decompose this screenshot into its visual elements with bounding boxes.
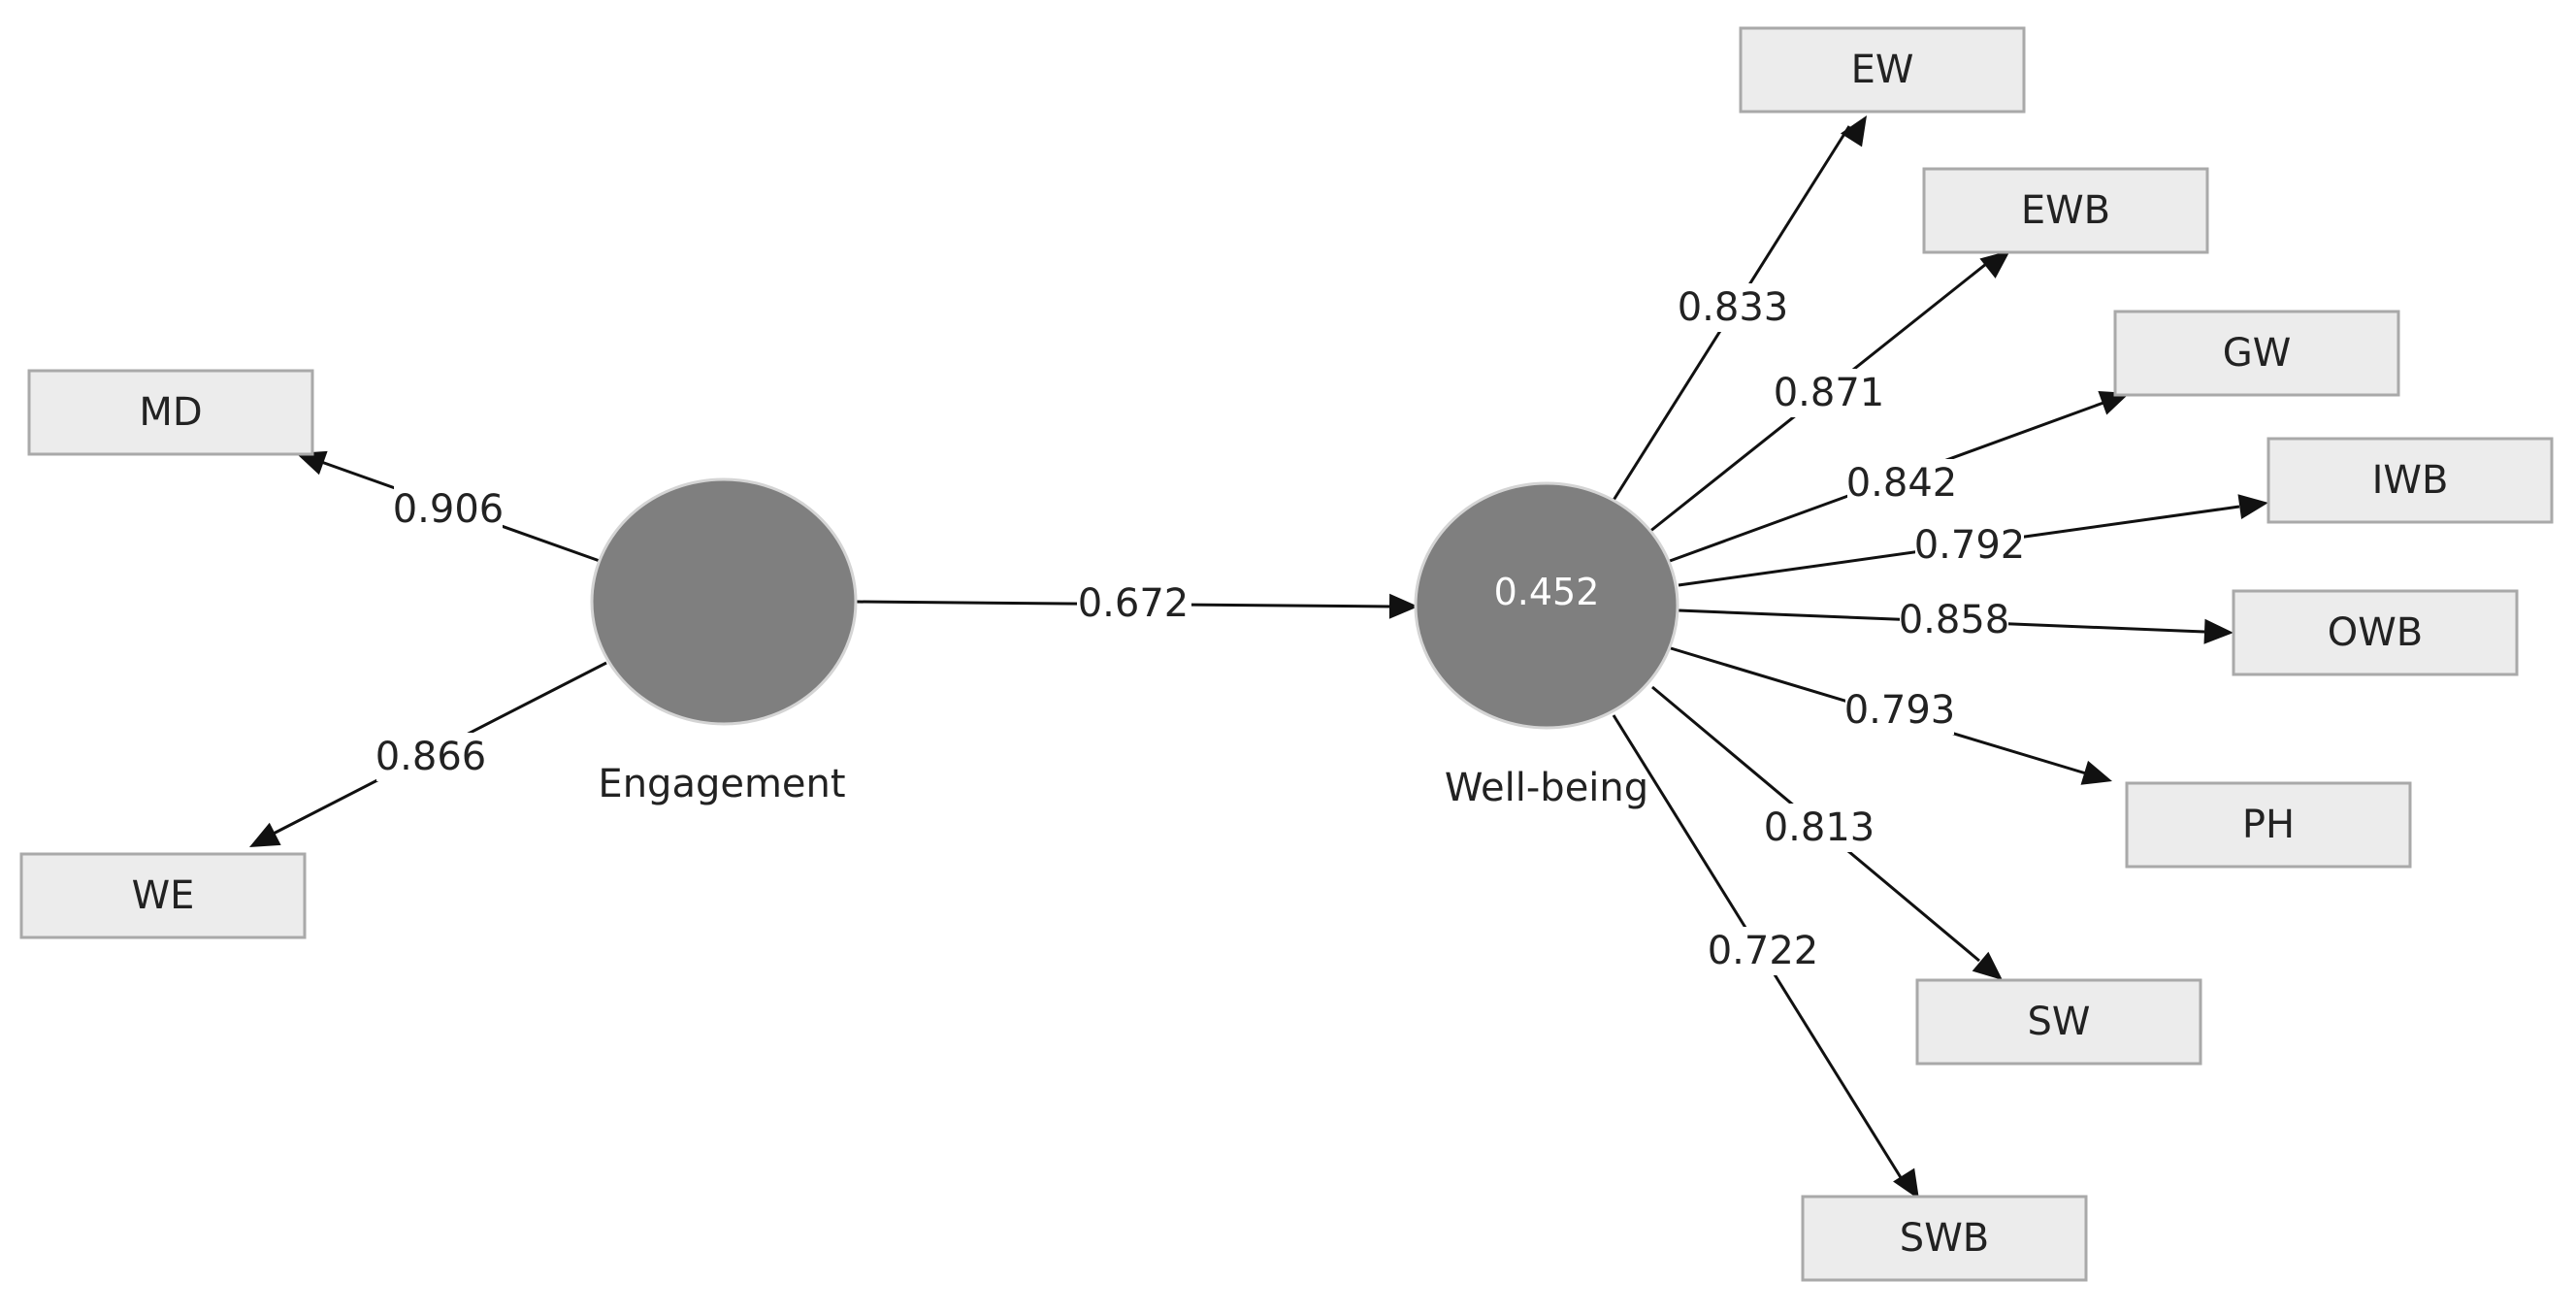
arrowhead-ew <box>1841 115 1867 148</box>
loading-labels: 0.906 0.866 0.672 0.833 0.871 0.842 0.79… <box>375 283 2026 975</box>
indicator-md[interactable]: MD <box>27 369 314 456</box>
arrowhead-swb <box>1893 1167 1919 1199</box>
indicator-owb[interactable]: OWB <box>2232 589 2519 676</box>
loading-gw: 0.842 <box>1846 459 1958 508</box>
indicator-md-label: MD <box>139 390 202 435</box>
indicator-swb[interactable]: SWB <box>1801 1195 2088 1282</box>
indicator-we-label: WE <box>132 873 195 918</box>
loading-iwb-text: 0.792 <box>1914 523 2026 568</box>
indicator-ewb-label: EWB <box>2021 188 2110 233</box>
loading-ew: 0.833 <box>1678 283 1789 332</box>
indicator-sw-label: SW <box>2028 1000 2091 1044</box>
construct-wellbeing-label: Well-being <box>1445 766 1648 810</box>
indicator-iwb-label: IWB <box>2372 458 2449 503</box>
arrowheads <box>249 115 2268 1199</box>
indicator-ph[interactable]: PH <box>2125 781 2412 869</box>
indicator-swb-label: SWB <box>1900 1216 1989 1261</box>
loading-owb: 0.858 <box>1899 596 2010 644</box>
indicator-boxes: MD WE EW EWB GW IWB OWB PH <box>19 26 2554 1282</box>
loading-swb-text: 0.722 <box>1708 929 1819 973</box>
loading-gw-text: 0.842 <box>1846 461 1958 506</box>
path-coefficient-text: 0.672 <box>1078 581 1190 626</box>
indicator-we[interactable]: WE <box>19 852 307 939</box>
arrowhead-sw <box>1972 951 2003 980</box>
arrowhead-ewb <box>1979 250 2010 279</box>
indicator-ph-label: PH <box>2242 803 2295 847</box>
arrowhead-wellbeing <box>1388 593 1418 619</box>
indicator-owb-label: OWB <box>2328 610 2423 655</box>
loading-ewb: 0.871 <box>1774 369 1885 417</box>
indicator-iwb[interactable]: IWB <box>2266 437 2554 524</box>
loading-md: 0.906 <box>393 485 505 534</box>
loading-md-text: 0.906 <box>393 487 505 532</box>
loading-ph-text: 0.793 <box>1844 688 1956 733</box>
indicator-ew[interactable]: EW <box>1739 26 2026 114</box>
arrowhead-owb <box>2203 618 2234 644</box>
arrowhead-iwb <box>2237 494 2268 520</box>
construct-engagement-label: Engagement <box>598 762 845 806</box>
arrowhead-we <box>249 822 281 847</box>
loading-we-text: 0.866 <box>375 735 487 779</box>
construct-wellbeing-value: 0.452 <box>1494 571 1600 613</box>
indicator-ewb[interactable]: EWB <box>1922 167 2209 254</box>
construct-engagement[interactable]: Engagement <box>590 477 858 806</box>
construct-wellbeing[interactable]: 0.452 Well-being <box>1414 481 1679 810</box>
loading-owb-text: 0.858 <box>1899 598 2010 642</box>
arrowhead-md <box>296 450 328 476</box>
indicator-gw[interactable]: GW <box>2113 310 2400 397</box>
indicator-sw[interactable]: SW <box>1915 978 2202 1066</box>
loading-ewb-text: 0.871 <box>1774 371 1885 415</box>
constructs: Engagement 0.452 Well-being <box>590 477 1679 810</box>
loading-we: 0.866 <box>375 733 487 781</box>
loading-sw: 0.813 <box>1764 804 1875 852</box>
loading-ew-text: 0.833 <box>1678 285 1789 330</box>
indicator-ew-label: EW <box>1851 48 1914 92</box>
loading-ph: 0.793 <box>1844 686 1956 735</box>
arrowhead-ph <box>2080 760 2112 785</box>
loading-swb: 0.722 <box>1708 927 1819 975</box>
loading-sw-text: 0.813 <box>1764 805 1875 850</box>
indicator-gw-label: GW <box>2223 331 2292 376</box>
path-coefficient: 0.672 <box>1077 579 1191 628</box>
arrowhead-gw <box>2098 391 2130 415</box>
loading-iwb: 0.792 <box>1914 521 2026 570</box>
